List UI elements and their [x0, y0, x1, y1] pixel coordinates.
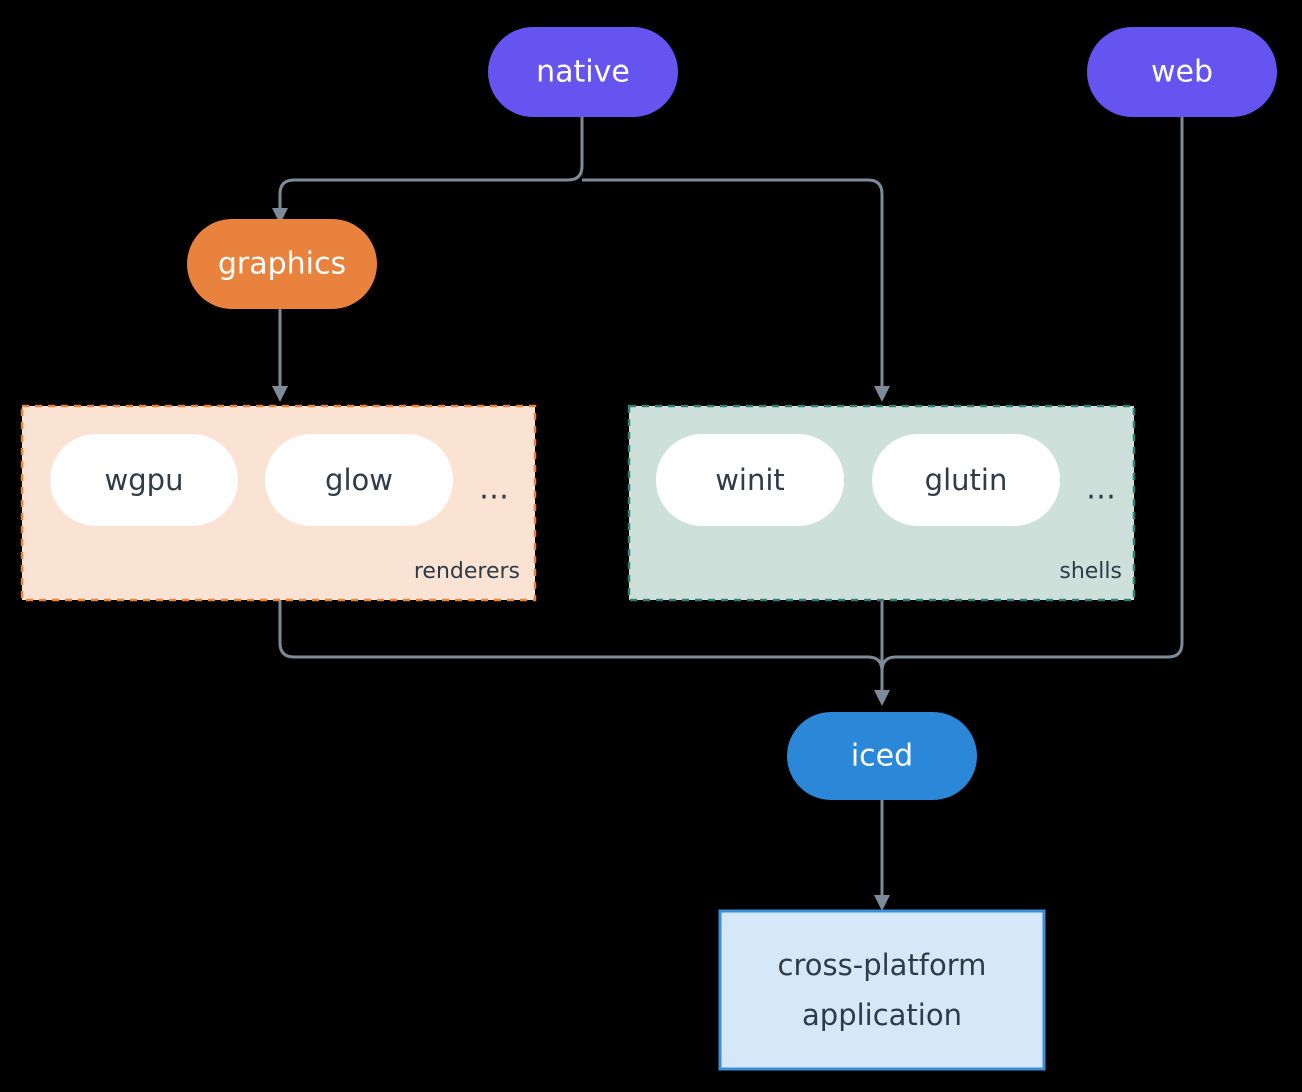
node-application[interactable]: cross-platform application — [718, 909, 1046, 1071]
edge-native-to-graphics-arrowhead — [272, 208, 288, 224]
pill-glutin[interactable]: glutin — [872, 434, 1060, 526]
group-shells: winit glutin … shells — [627, 404, 1136, 602]
renderers-group-caption: renderers — [414, 559, 520, 584]
pill-glow-shape — [265, 434, 453, 526]
group-renderers: wgpu glow … renderers — [20, 404, 537, 602]
edge-layer — [272, 117, 1184, 911]
edge-renderers-to-iced — [278, 600, 884, 694]
edge-graphics-to-renderers-arrowhead — [272, 386, 288, 402]
node-application-label-line1: cross-platform — [778, 948, 987, 982]
node-graphics[interactable]: graphics — [187, 219, 377, 309]
node-web-shape — [1087, 27, 1277, 117]
edge-native-trunk — [278, 117, 584, 212]
pill-wgpu[interactable]: wgpu — [50, 434, 238, 526]
pill-wgpu-label: wgpu — [105, 463, 184, 497]
node-native[interactable]: native — [488, 27, 678, 117]
edge-native-to-shells-arrowhead — [874, 386, 890, 402]
node-iced-shape — [787, 712, 977, 800]
node-native-shape — [488, 27, 678, 117]
node-application-label-line2: application — [802, 998, 962, 1032]
renderers-ellipsis: … — [479, 472, 509, 507]
node-graphics-shape — [187, 219, 377, 309]
shells-group-caption: shells — [1059, 559, 1122, 584]
node-web-label: web — [1151, 55, 1213, 90]
node-iced[interactable]: iced — [787, 712, 977, 800]
node-native-label: native — [536, 55, 630, 90]
pill-winit-label: winit — [715, 463, 785, 497]
node-iced-label: iced — [851, 739, 913, 774]
pill-glow-label: glow — [325, 463, 393, 497]
node-application-shape — [718, 909, 1046, 1071]
pill-winit[interactable]: winit — [656, 434, 844, 526]
pill-glutin-shape — [872, 434, 1060, 526]
pill-wgpu-shape — [50, 434, 238, 526]
edge-iced-to-application-arrowhead — [874, 895, 890, 911]
node-graphics-label: graphics — [218, 247, 346, 282]
shells-ellipsis: … — [1086, 472, 1116, 507]
edge-web-to-iced — [880, 117, 1184, 694]
edge-native-to-shells — [582, 178, 884, 390]
pill-glutin-label: glutin — [925, 463, 1008, 497]
edge-to-iced-arrowhead — [874, 690, 890, 706]
pill-glow[interactable]: glow — [265, 434, 453, 526]
node-web[interactable]: web — [1087, 27, 1277, 117]
pill-winit-shape — [656, 434, 844, 526]
